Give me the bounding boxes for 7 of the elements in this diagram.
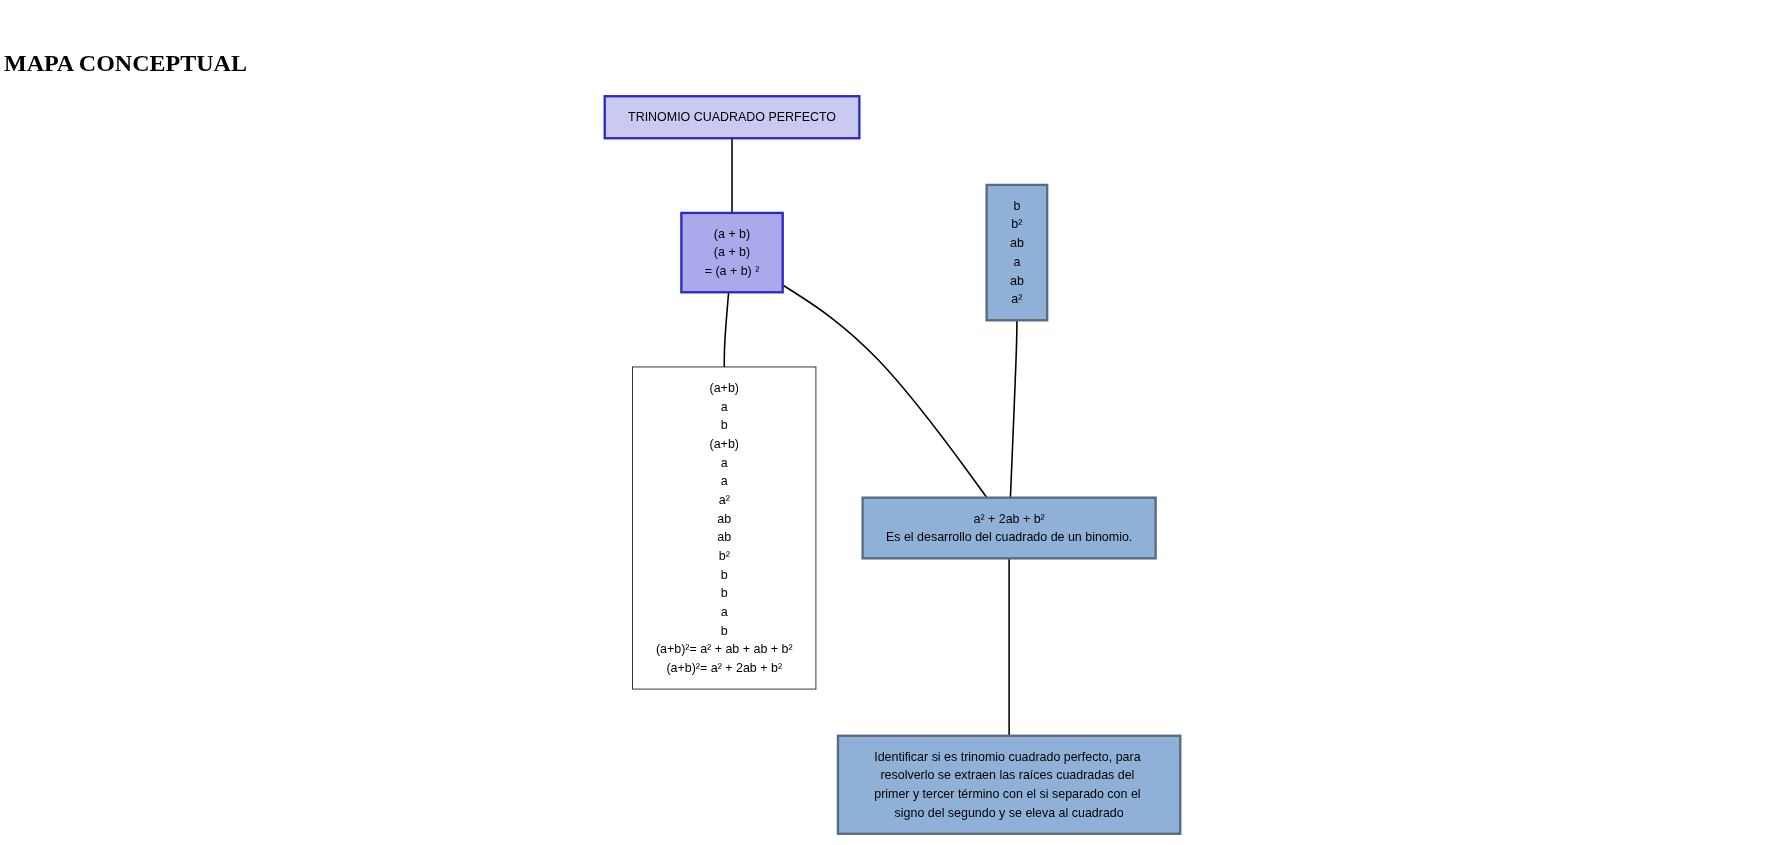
diagram-title: MAPA CONCEPTUAL — [4, 50, 247, 77]
node-box: TRINOMIO CUADRADO PERFECTO — [603, 95, 861, 140]
node-box: Identificar si es trinomio cuadrado perfecto, para resolverlo se extraen las raíces cuadradas del primer y tercer término con el si separado con el signo del segundo y se eleva al cuadrado — [836, 734, 1182, 835]
node-box: a² + 2ab + b² Es el desarrollo del cuadrado de un binomio. — [861, 496, 1157, 560]
node-box: (a+b) a b (a+b) a a a² ab ab b² b b a b (a+b)²= a² + ab + ab + b² (a+b)²= a² + 2ab + b² — [632, 366, 817, 690]
node-box: (a + b) (a + b) = (a + b) ² — [680, 211, 784, 294]
node-box: b b² ab a ab a² — [985, 183, 1049, 322]
